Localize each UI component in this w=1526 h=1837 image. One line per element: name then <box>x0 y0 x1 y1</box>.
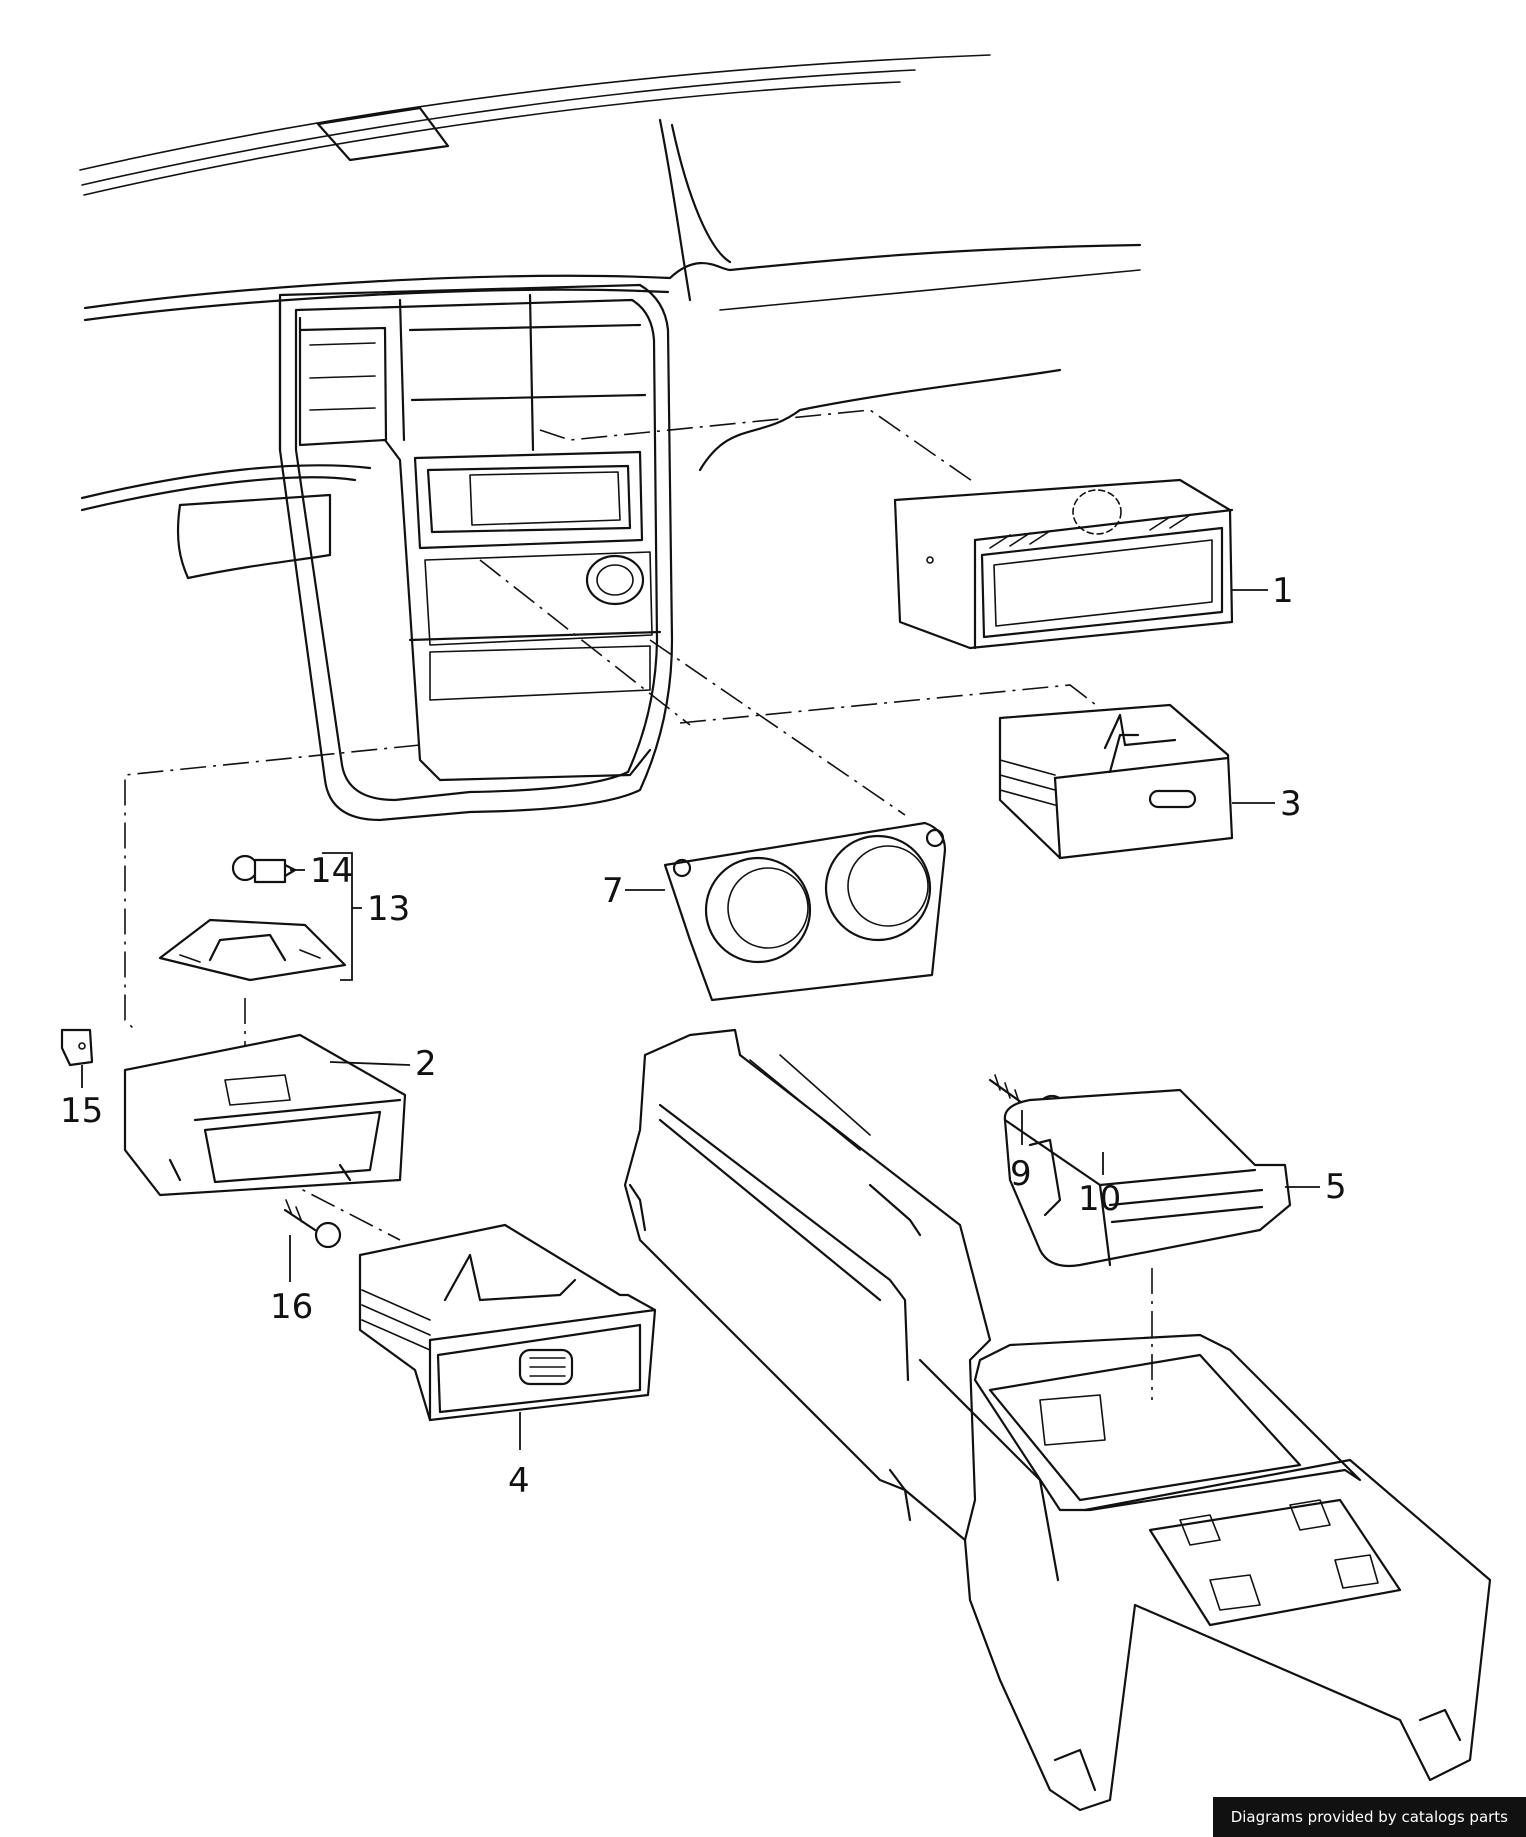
callout-14: 14 <box>310 851 353 891</box>
callout-3: 3 <box>1280 784 1302 824</box>
part-7-gauge-panel <box>663 821 947 1002</box>
callout-16: 16 <box>270 1287 313 1327</box>
part-1-storage-box <box>893 478 1234 650</box>
dashboard-outline <box>80 118 1142 512</box>
guide-lines <box>124 409 1153 1400</box>
part-14-bulb-socket <box>231 854 297 884</box>
callout-labels: 1 3 7 9 10 5 2 4 14 13 15 16 <box>60 571 1347 1501</box>
floor-console <box>623 1028 1492 1812</box>
part-5-armrest-box <box>1003 1088 1292 1268</box>
part-3-drawer <box>998 703 1234 860</box>
callout-4: 4 <box>508 1461 530 1501</box>
part-2-bracket <box>123 1033 407 1197</box>
windshield-lines <box>79 54 991 196</box>
center-console-housing <box>176 283 674 822</box>
part-16-screw <box>283 1199 342 1249</box>
callout-9: 9 <box>1010 1154 1032 1194</box>
callout-7: 7 <box>602 871 624 911</box>
credit-badge: Diagrams provided by catalogs parts <box>1212 1797 1526 1837</box>
part-4-ashtray <box>358 1223 657 1422</box>
leader-lines <box>81 589 1320 1450</box>
part-13-switch-housing <box>158 918 347 982</box>
callout-13: 13 <box>367 889 410 929</box>
callout-15: 15 <box>60 1091 103 1131</box>
part-15-clip <box>60 1028 94 1067</box>
callout-1: 1 <box>1272 571 1294 611</box>
callout-5: 5 <box>1325 1167 1347 1207</box>
callout-2: 2 <box>415 1044 437 1084</box>
callout-10: 10 <box>1078 1179 1121 1219</box>
